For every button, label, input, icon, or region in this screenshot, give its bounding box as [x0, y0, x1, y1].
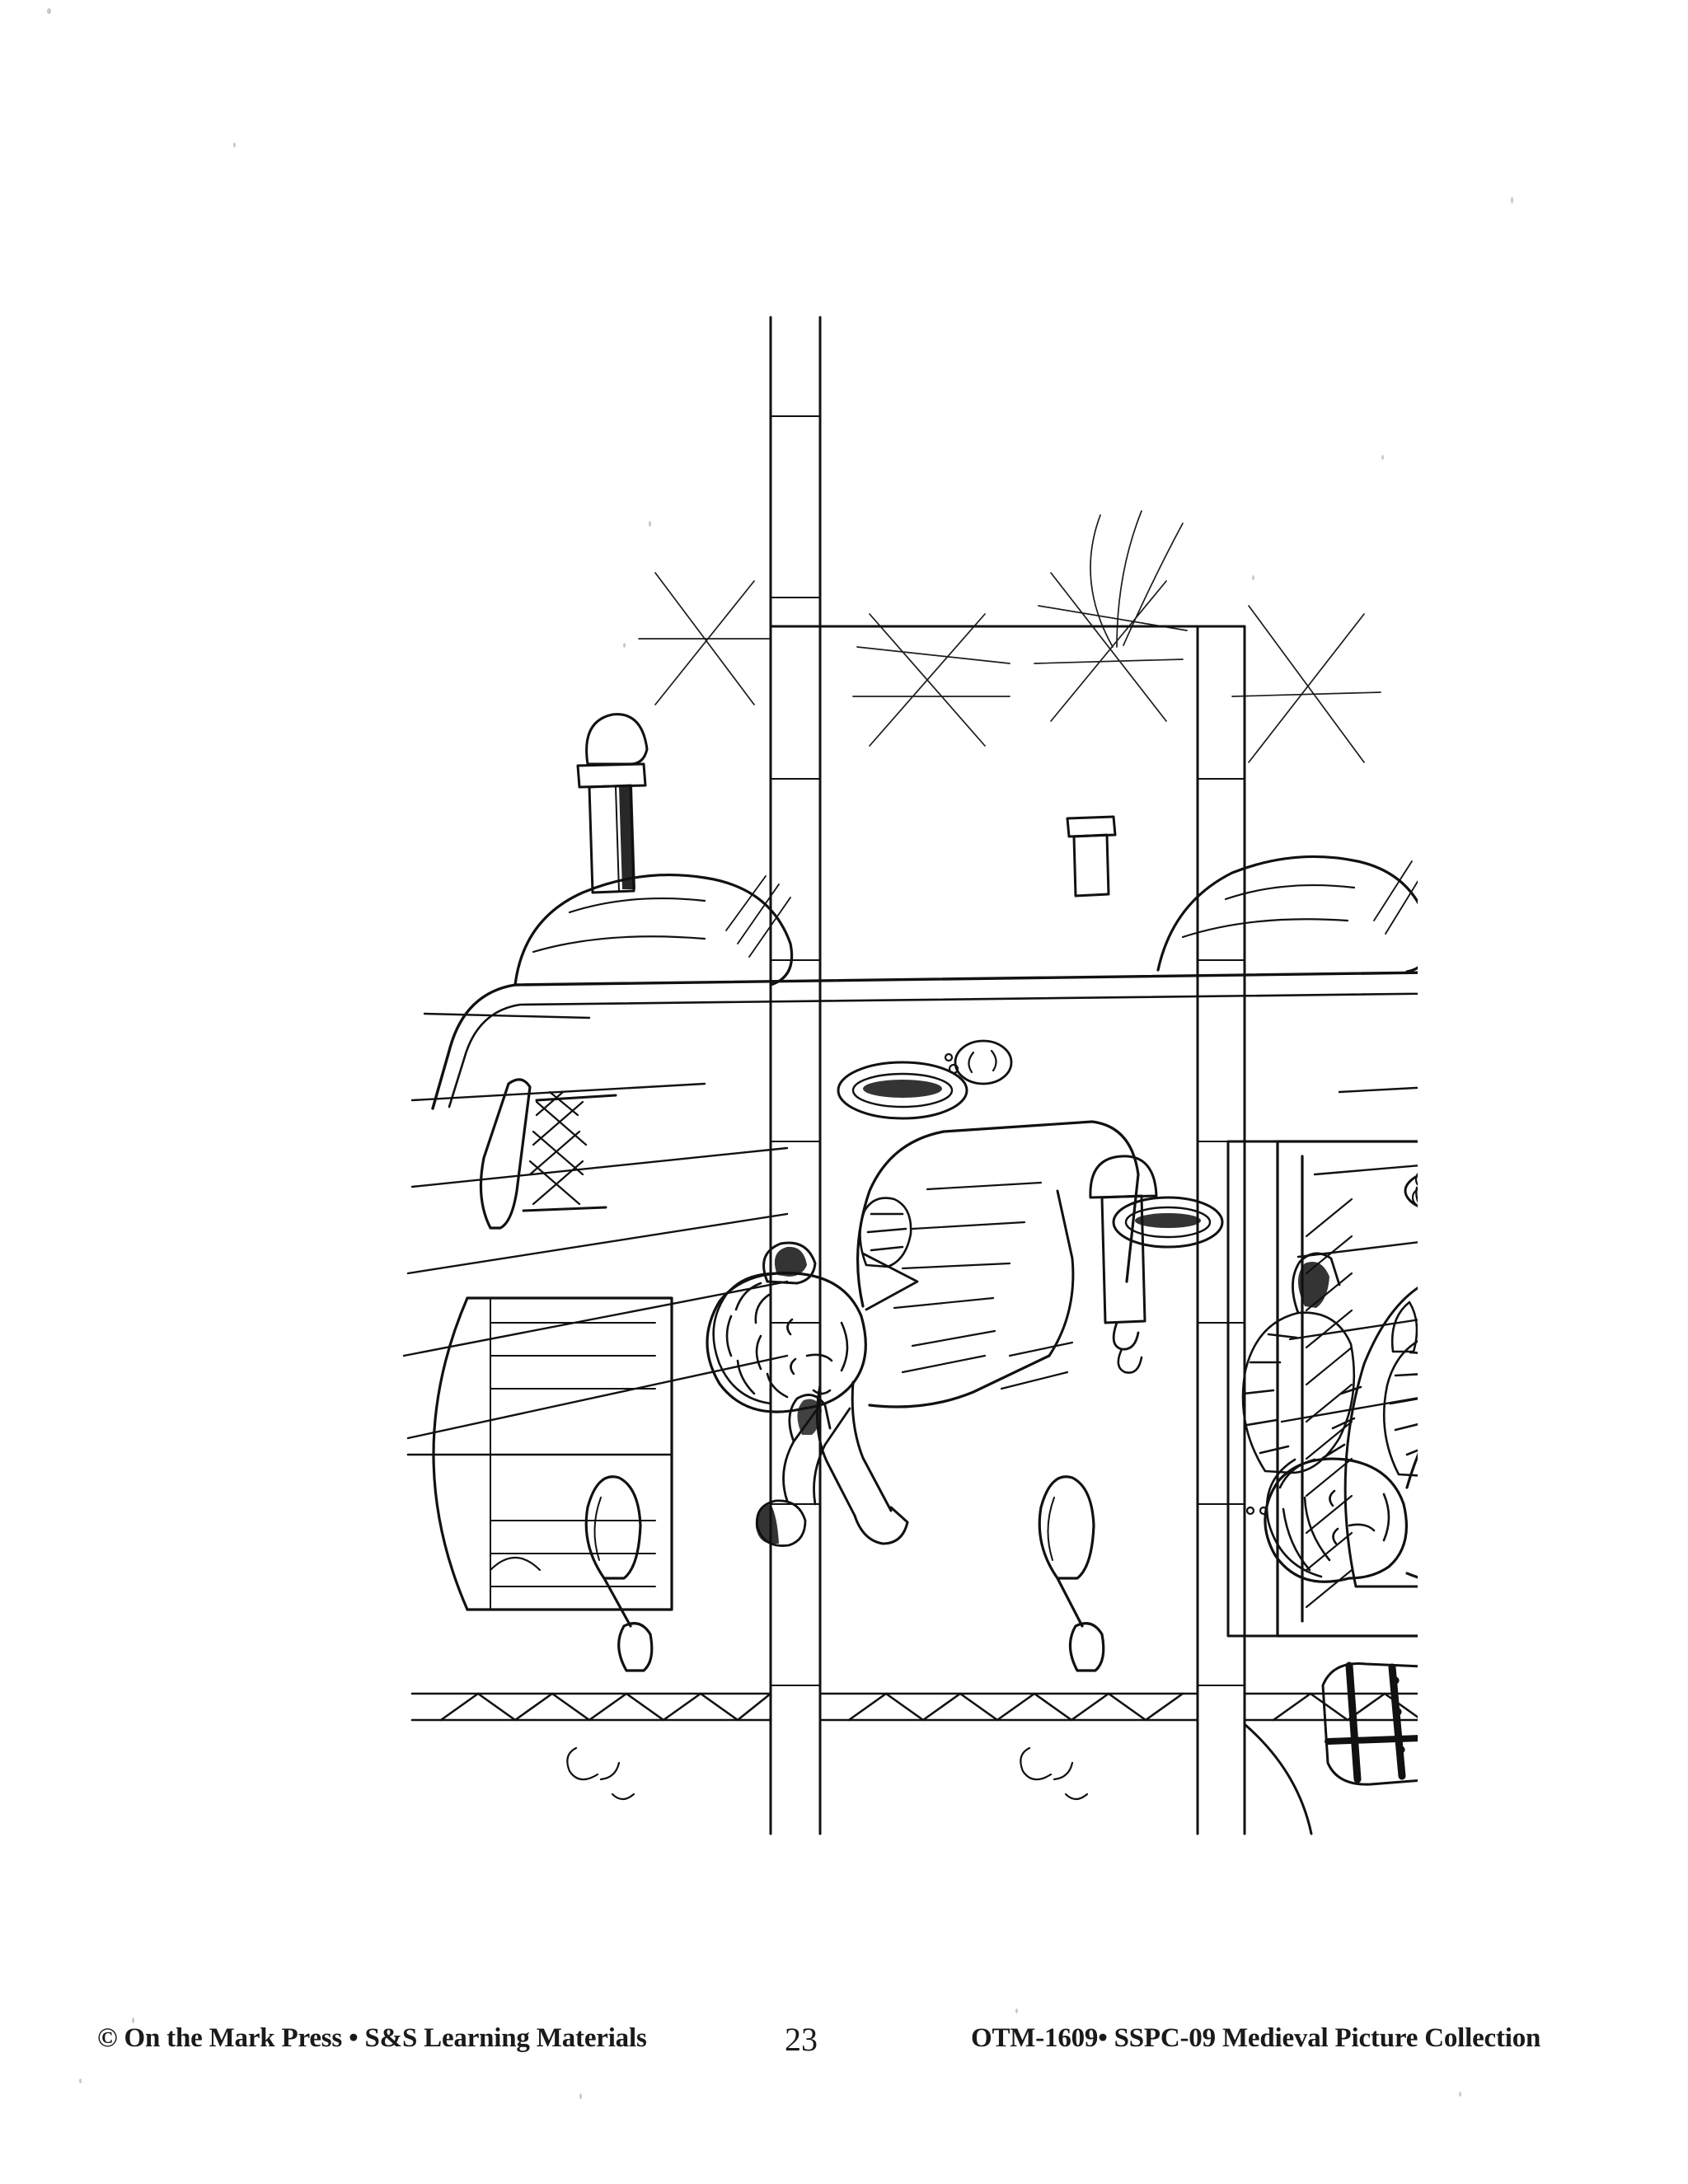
scan-speck: [1511, 197, 1513, 204]
lattice-chair-upper: [479, 1078, 617, 1230]
fireplace-hearth: [1276, 1140, 1418, 1638]
wall-pilaster: [410, 1692, 1418, 1722]
curly-hair: [712, 1272, 789, 1405]
fire-flames: [1390, 1301, 1418, 1353]
page-number: 23: [785, 2021, 818, 2058]
scan-speck: [579, 2093, 582, 2099]
scan-speck: [623, 643, 626, 648]
scan-speck: [233, 143, 236, 148]
grapes: [1411, 1169, 1418, 1208]
scan-speck: [1252, 575, 1254, 580]
face-features: [786, 1318, 849, 1395]
floor-planks: [402, 1012, 1418, 1440]
chair-lattice: [528, 1090, 588, 1206]
floor-rushes: [638, 510, 1381, 763]
wall-ledge: [1226, 1140, 1279, 1638]
candlestick: [1089, 1155, 1158, 1374]
window-servant-figure: [755, 1394, 851, 1547]
heraldic-shield: [1321, 1661, 1418, 1786]
scan-speck: [132, 2018, 134, 2023]
scan-speck: [79, 2079, 82, 2083]
food-plate: [944, 1039, 1013, 1085]
hand: [859, 1197, 912, 1268]
fur-sleeve: [1241, 1311, 1362, 1474]
pewter-platter: [1112, 1196, 1224, 1249]
table-leg: [576, 713, 649, 894]
scan-speck: [1015, 2008, 1018, 2013]
arched-window: [406, 1296, 673, 1611]
scan-speck: [1459, 2092, 1461, 2097]
stone-wall: [769, 316, 1246, 1835]
face-features: [1329, 1489, 1390, 1545]
scan-speck: [649, 521, 651, 527]
illustration-coloring-page: [247, 272, 1418, 1937]
scan-speck: [1381, 455, 1384, 460]
arched-drape: [1244, 1723, 1313, 1835]
wall-torch-upper: [566, 1475, 654, 1801]
page-footer: © On the Mark Press • S&S Learning Mater…: [0, 2021, 1688, 2081]
banquet-table: [431, 855, 1418, 1110]
fur-collar: [1382, 1332, 1418, 1478]
smoke-wisp: [1020, 1746, 1089, 1801]
footer-product-code: OTM-1609• SSPC-09 Medieval Picture Colle…: [971, 2023, 1541, 2053]
pewter-platter: [837, 1061, 968, 1120]
scan-speck: [47, 8, 51, 14]
smoke-wisp: [566, 1746, 635, 1801]
grape-bowl: [1404, 1165, 1418, 1217]
wall-torch-lower: [1020, 1475, 1105, 1801]
figure-fur-lord: [1241, 1252, 1418, 1589]
table-leg: [1066, 815, 1117, 898]
figure-noble-curly: [706, 1120, 1140, 1545]
footer-copyright: © On the Mark Press • S&S Learning Mater…: [97, 2023, 647, 2053]
